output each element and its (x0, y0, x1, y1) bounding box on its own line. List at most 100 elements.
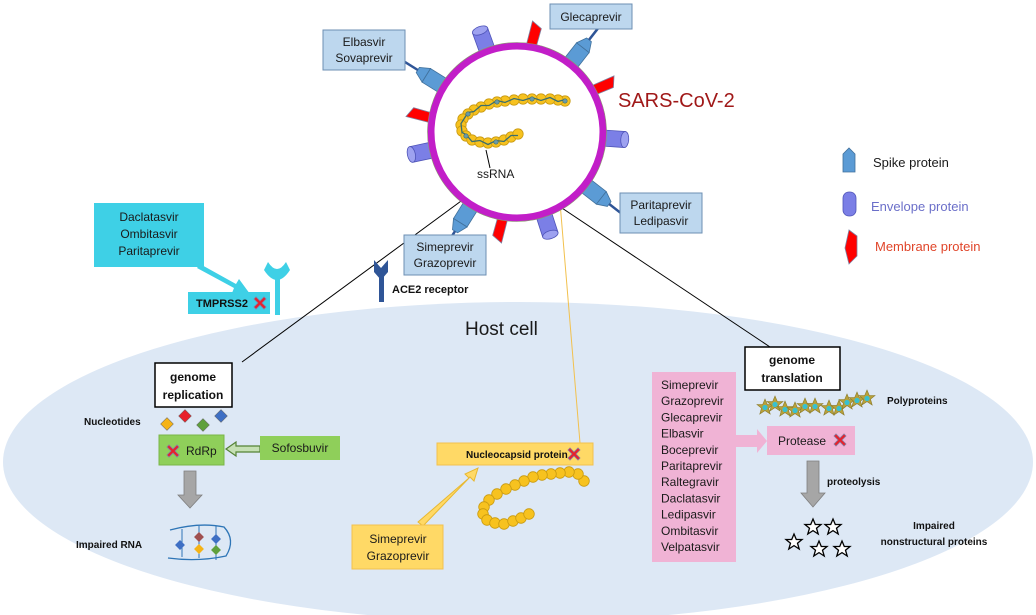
polyprotein-core (836, 405, 842, 412)
nucleotides-label: Nucleotides (84, 417, 141, 428)
drug-name: Simeprevir (369, 532, 426, 546)
rna-node (463, 133, 469, 139)
impaired-rna-icon (167, 524, 232, 561)
rdrp-label: RdRp (186, 444, 217, 458)
drug-name: Glecaprevir (560, 10, 621, 24)
legend: Spike protein Envelope protein Membrane … (842, 147, 981, 265)
polyprotein-core (792, 407, 798, 414)
replication-title: replication (163, 388, 224, 402)
translation-title: translation (761, 371, 822, 385)
polyproteins-icon (756, 389, 876, 418)
tmprss2-arrow (197, 264, 250, 294)
replication-title: genome (170, 370, 216, 384)
spike-drug-box: Simeprevir Grazoprevir (403, 234, 487, 276)
drug-name: Paritaprevir (118, 244, 179, 258)
rna-node (465, 111, 471, 117)
polyprotein-core (826, 405, 832, 412)
drug-name: Grazoprevir (414, 256, 477, 270)
genome-replication-box: genome replication (154, 362, 233, 408)
drug-name: Velpatasvir (661, 540, 720, 554)
ace2-receptor-icon (374, 260, 388, 302)
impaired-proteins-label: Impaired (913, 521, 955, 532)
drug-name: Simeprevir (416, 240, 473, 254)
polyprotein-core (762, 404, 768, 411)
drug-name: Glecaprevir (661, 410, 722, 424)
drug-name: Elbasvir (343, 35, 386, 49)
nucleotide-icon (178, 409, 192, 423)
legend-label: Envelope protein (871, 199, 969, 214)
nucleocapsid-label: Nucleocapsid protein (466, 450, 568, 461)
drug-name: Ledipasvir (661, 508, 716, 522)
drug-name: Sofosbuvir (272, 441, 329, 455)
host-cell-label: Host cell (465, 319, 538, 340)
genome-translation-box: genome translation (744, 346, 841, 391)
drug-name: Boceprevir (661, 443, 718, 457)
polyproteins-label: Polyproteins (887, 396, 948, 407)
nucleotides (160, 409, 228, 432)
spike-drug-box: Glecaprevir (549, 3, 633, 30)
protease-inhibitors-box: SimeprevirGrazoprevirGlecaprevirElbasvir… (652, 372, 736, 562)
rdrp-box: RdRp (158, 434, 225, 466)
virus-title: SARS-CoV-2 (618, 90, 735, 112)
nucleotide-icon (160, 417, 174, 431)
drug-name: Paritaprevir (661, 459, 722, 473)
drug-name: Ombitasvir (120, 227, 177, 241)
legend-item-envelope: Envelope protein (842, 191, 969, 217)
polyprotein-core (854, 397, 860, 404)
protease-inhibitor-arrow (736, 429, 767, 453)
drug-name: Ledipasvir (634, 214, 689, 228)
nucleocapsid-inhibitors-box: Simeprevir Grazoprevir (351, 524, 444, 570)
drug-name: Daclatasvir (119, 210, 178, 224)
replication-connector (241, 192, 473, 363)
drug-name: Grazoprevir (367, 549, 430, 563)
drug-name: Ombitasvir (661, 524, 718, 538)
polyprotein-core (772, 401, 778, 408)
impaired-rna-label: Impaired RNA (76, 540, 142, 551)
nucleotide-icon (214, 409, 228, 423)
legend-item-spike: Spike protein (842, 147, 949, 173)
sofosbuvir-box: Sofosbuvir (260, 436, 340, 460)
rna-node (562, 98, 568, 104)
translation-title: genome (769, 353, 815, 367)
nucleotide-icon (196, 418, 210, 432)
nucleocapsid-bead (523, 508, 535, 520)
envelope-protein-icon (599, 129, 630, 148)
legend-label: Spike protein (873, 155, 949, 170)
tmprss2-receptor-icon (264, 262, 290, 315)
rna-node (494, 99, 500, 105)
polyprotein-core (782, 406, 788, 413)
spike-drug-box: Elbasvir Sovaprevir (322, 29, 406, 71)
virus-envelope-rim (427, 42, 607, 222)
protease-box: Protease (767, 426, 855, 455)
membrane-protein-icon (844, 229, 858, 265)
replication-down-arrow (177, 470, 203, 509)
ssrna-pointer (485, 149, 491, 169)
proteolysis-arrow (800, 460, 826, 508)
drug-name: Elbasvir (661, 427, 704, 441)
nucleocapsid-bead (500, 483, 512, 495)
impaired-proteins-label: nonstructural proteins (881, 537, 988, 548)
polyprotein-core (864, 395, 870, 402)
legend-label: Membrane protein (875, 239, 981, 254)
legend-item-membrane: Membrane protein (844, 229, 981, 265)
spike-protein-icon (842, 147, 856, 173)
nucleocapsid-box: Nucleocapsid protein (436, 442, 594, 466)
tmprss2-inhibitors-box: Daclatasvir Ombitasvir Paritaprevir (94, 203, 204, 267)
nucleocapsid-protein-chain (477, 466, 590, 530)
rna-node (493, 139, 499, 145)
nucleocapsid-bead (491, 488, 503, 500)
proteolysis-label: proteolysis (827, 477, 881, 488)
ssrna-label: ssRNA (477, 167, 514, 181)
protease-label: Protease (778, 434, 826, 448)
envelope-protein-icon (842, 191, 857, 217)
drug-name: Paritaprevir (630, 198, 691, 212)
polyprotein-core (812, 403, 818, 410)
drug-name: Simeprevir (661, 378, 718, 392)
drug-name: Raltegravir (661, 475, 719, 489)
nucleocapsid-bead (512, 128, 524, 140)
virus-ssrna-genome (455, 93, 571, 149)
polyprotein-core (844, 399, 850, 406)
spike-drug-box: Paritaprevir Ledipasvir (619, 192, 703, 234)
drug-name: Sovaprevir (335, 51, 392, 65)
